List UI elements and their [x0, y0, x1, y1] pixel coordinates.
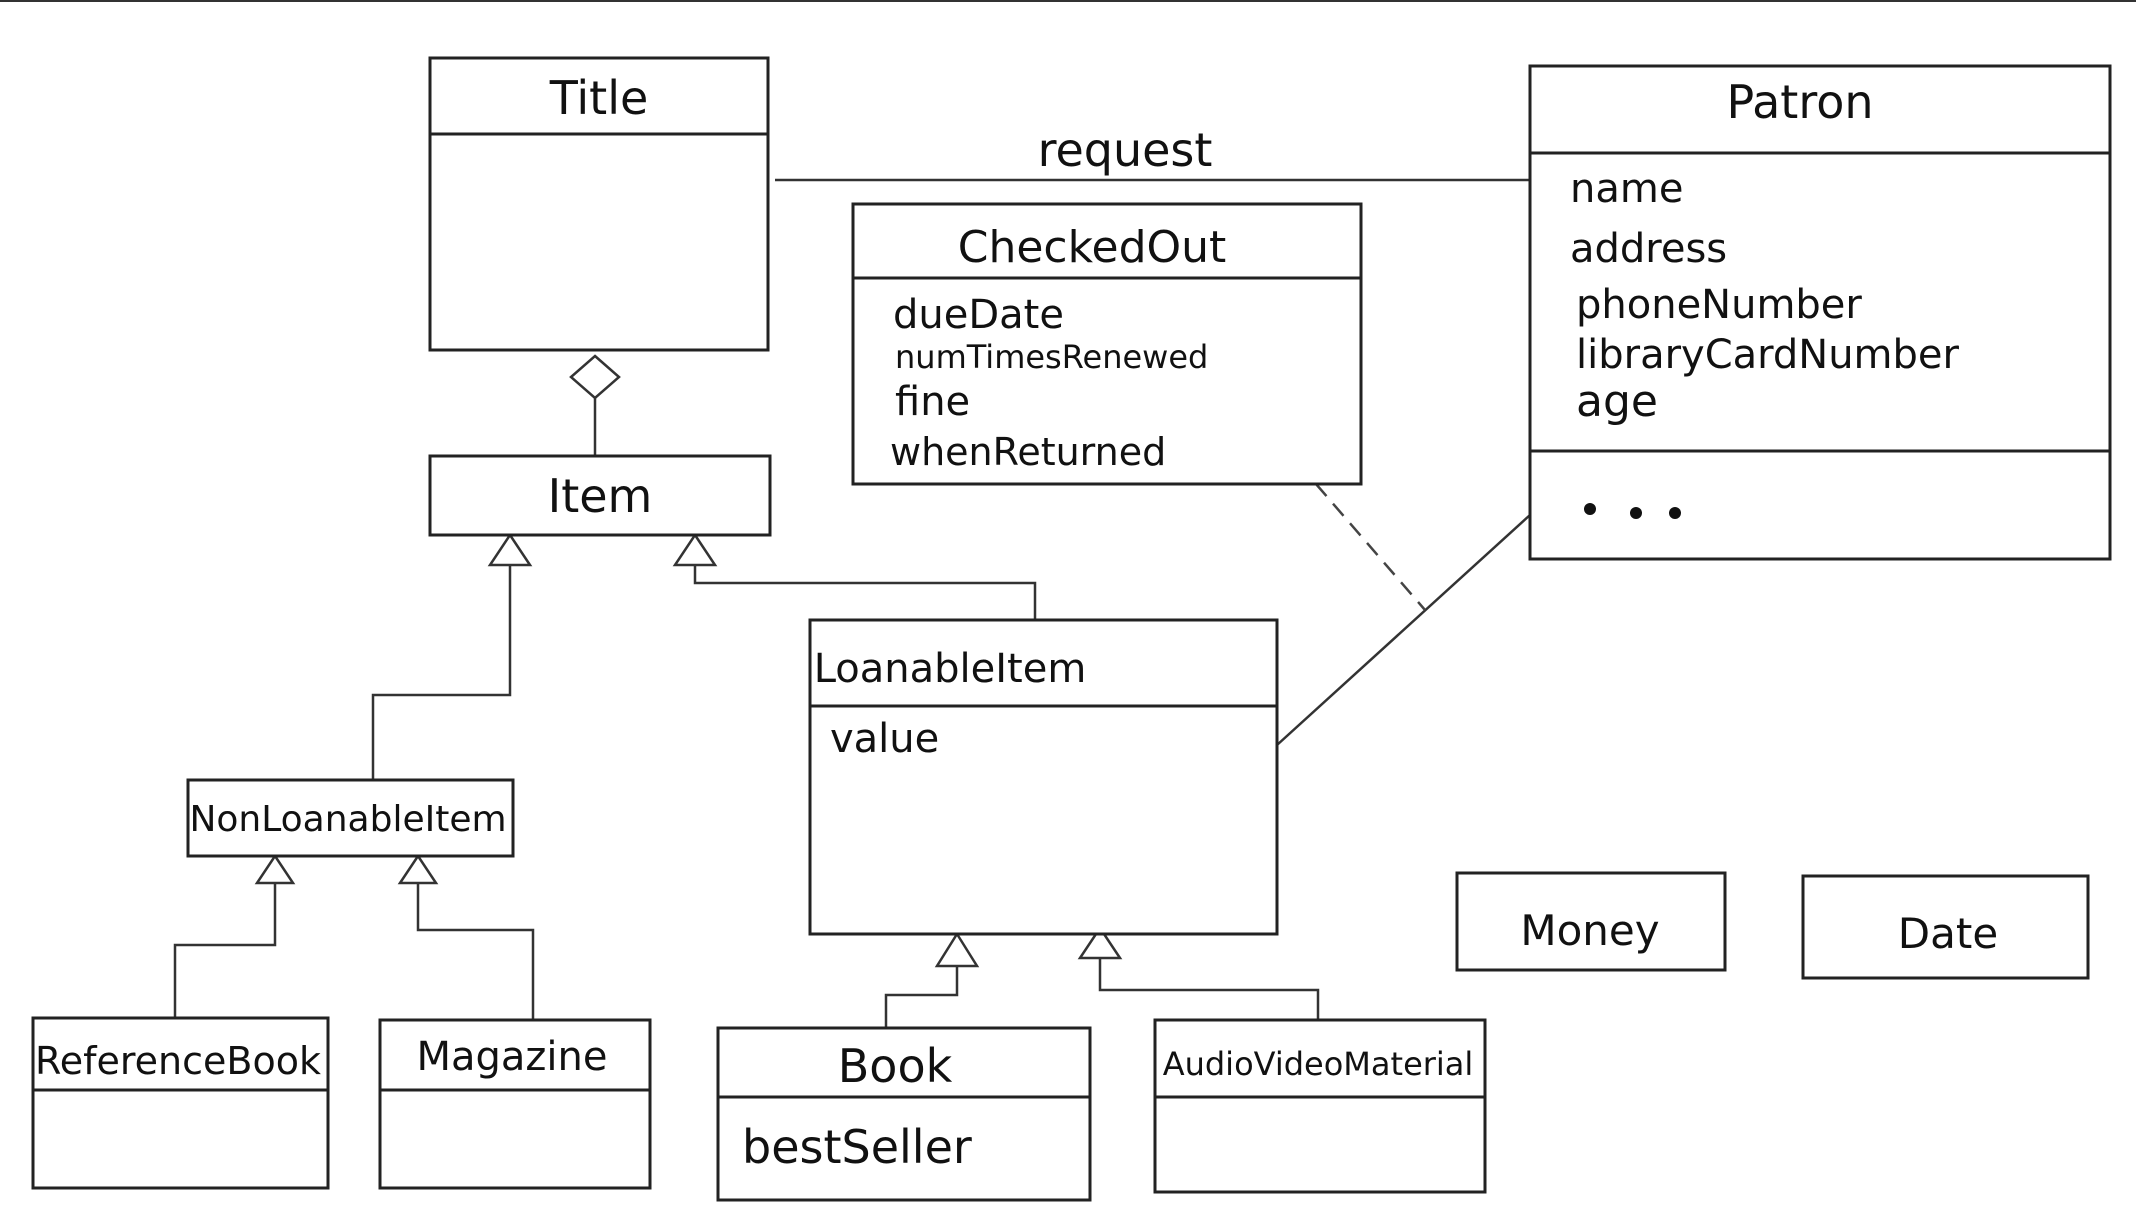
generalization-arrow-nonloanable-icon: [487, 532, 533, 567]
class-title-name: Title: [549, 71, 649, 125]
patron-attr-name: name: [1570, 166, 1683, 212]
generalization-arrow-audiovideo-icon: [1077, 925, 1123, 960]
class-item[interactable]: Item: [428, 454, 772, 537]
generalization-line-magazine: [416, 883, 535, 1020]
patron-attr-phone-number: phoneNumber: [1576, 282, 1862, 328]
class-money[interactable]: Money: [1455, 871, 1727, 972]
patron-operations-ellipsis: [1584, 503, 1681, 519]
class-non-loanable-item-name: NonLoanableItem: [189, 799, 506, 840]
class-reference-book[interactable]: ReferenceBook: [31, 1016, 330, 1190]
generalization-arrow-loanable-icon: [672, 532, 718, 567]
request-association-label: request: [1038, 123, 1213, 177]
patron-attr-address: address: [1570, 226, 1727, 272]
generalization-line-audiovideo: [1098, 958, 1320, 1020]
loanable-item-attr-value: value: [830, 716, 939, 762]
generalization-arrow-book-icon: [934, 931, 980, 968]
generalization-line-loanable: [693, 565, 1037, 620]
class-loanable-item[interactable]: LoanableItem value: [808, 618, 1279, 936]
generalization-arrow-referencebook-icon: [254, 853, 296, 885]
checked-out-attr-due-date: dueDate: [893, 292, 1064, 338]
checked-out-attr-fine: fine: [895, 379, 970, 425]
loan-association-line: [1276, 514, 1531, 746]
class-reference-book-name: ReferenceBook: [35, 1039, 321, 1083]
class-money-name: Money: [1520, 906, 1659, 955]
generalization-line-book: [884, 966, 959, 1028]
generalization-line-nonloanable: [371, 565, 512, 780]
class-audio-video-material-name: AudioVideoMaterial: [1163, 1045, 1474, 1083]
class-title[interactable]: Title: [428, 56, 770, 352]
class-magazine[interactable]: Magazine: [378, 1018, 652, 1190]
association-class-dashed-line: [1315, 483, 1426, 611]
class-item-name: Item: [548, 469, 653, 523]
class-patron-name: Patron: [1726, 75, 1873, 129]
class-book-name: Book: [838, 1039, 953, 1093]
patron-attr-library-card-number: libraryCardNumber: [1576, 332, 1960, 378]
class-date[interactable]: Date: [1801, 874, 2090, 980]
class-magazine-name: Magazine: [417, 1034, 608, 1080]
generalization-line-referencebook: [173, 883, 277, 1018]
class-loanable-item-name: LoanableItem: [814, 646, 1087, 692]
checked-out-attr-num-times-renewed: numTimesRenewed: [895, 338, 1208, 376]
class-book[interactable]: Book bestSeller: [716, 1026, 1092, 1202]
class-checked-out-name: CheckedOut: [958, 222, 1227, 273]
class-audio-video-material[interactable]: AudioVideoMaterial: [1153, 1018, 1487, 1194]
checked-out-attr-when-returned: whenReturned: [890, 430, 1166, 474]
book-attr-best-seller: bestSeller: [742, 1120, 972, 1174]
class-patron[interactable]: Patron name address phoneNumber libraryC…: [1528, 64, 2112, 561]
generalization-arrow-magazine-icon: [397, 853, 439, 885]
patron-attr-age: age: [1576, 376, 1658, 427]
aggregation-diamond-icon: [569, 354, 621, 400]
class-checked-out[interactable]: CheckedOut dueDate numTimesRenewed fine …: [851, 202, 1363, 486]
class-non-loanable-item[interactable]: NonLoanableItem: [186, 778, 515, 858]
class-date-name: Date: [1898, 909, 1998, 958]
